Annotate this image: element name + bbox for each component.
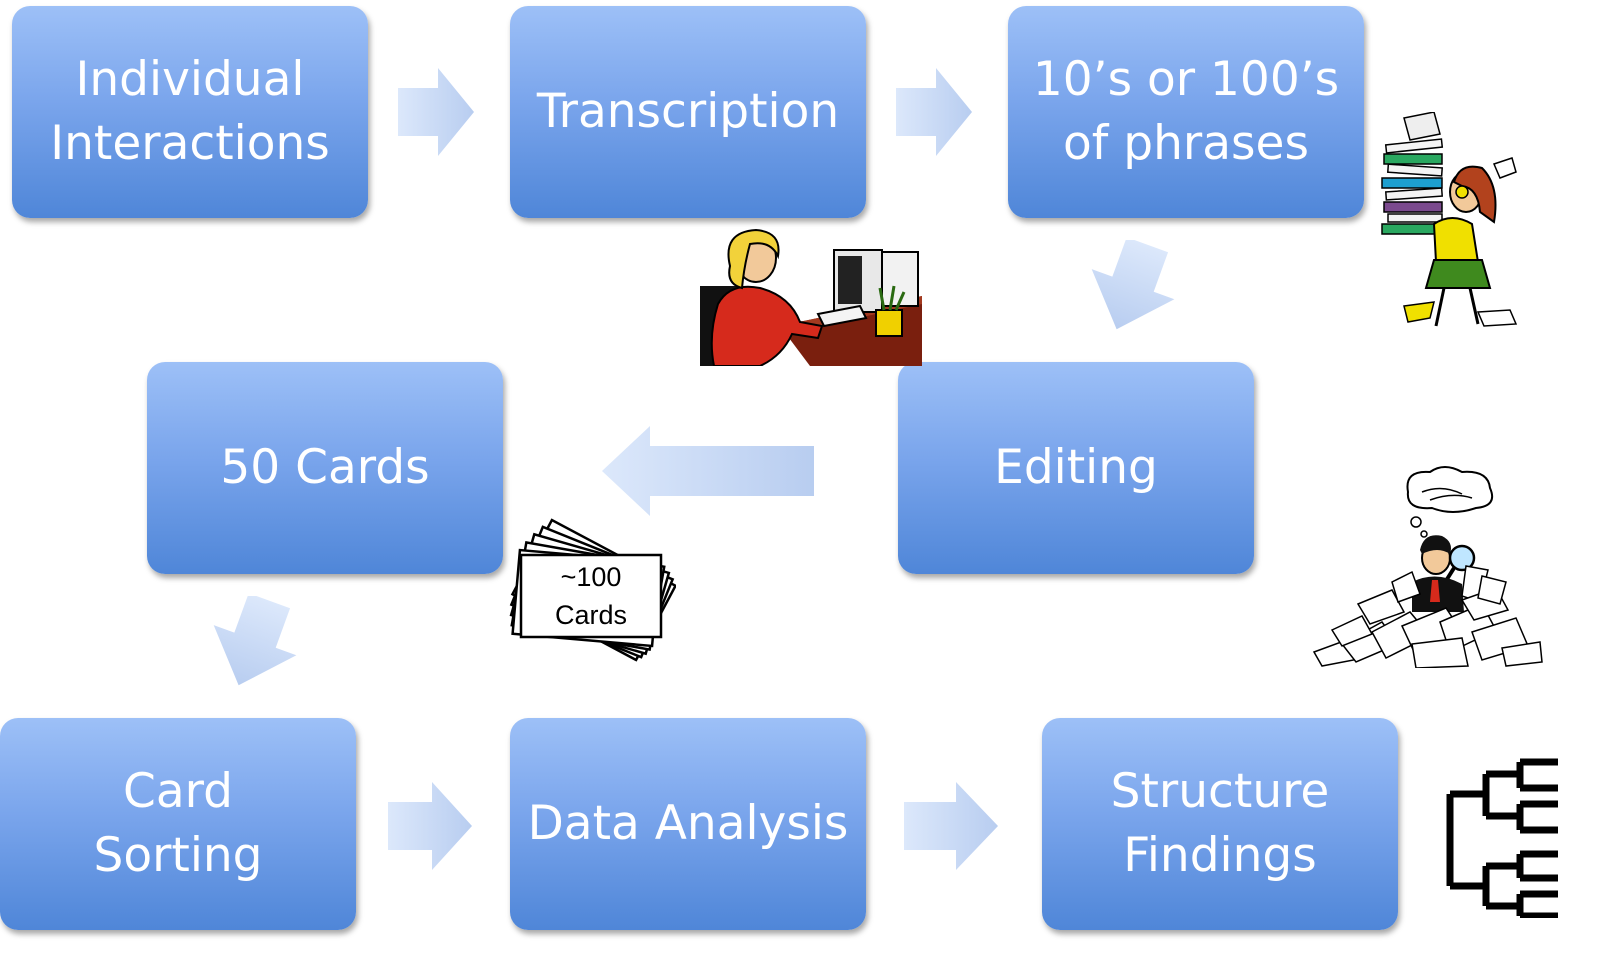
card-stack-icon xyxy=(509,518,676,662)
step-label-line: Findings xyxy=(1123,828,1317,883)
arrow-right-icon xyxy=(896,68,972,156)
step-label-line: Card xyxy=(123,764,233,819)
step-label-line: Individual xyxy=(75,52,305,107)
step-label-line: 50 Cards xyxy=(220,440,430,495)
arrow-right-icon xyxy=(388,782,472,870)
arrow-right-icon xyxy=(398,68,474,156)
step-label-line: Transcription xyxy=(536,84,840,139)
paper-stack-clipart xyxy=(1381,112,1518,327)
card-stack-label: ~100 Cards xyxy=(521,555,661,637)
card-stack-label-line: Cards xyxy=(554,600,628,630)
tree-diagram-icon xyxy=(1446,758,1558,918)
arrow-left-icon xyxy=(602,426,814,516)
step-structure-findings: Structure Findings xyxy=(1042,718,1398,930)
step-label-line: of phrases xyxy=(1063,116,1309,171)
step-fifty-cards: 50 Cards xyxy=(147,362,503,574)
step-label-line: 10’s or 100’s xyxy=(1032,52,1340,107)
typist-clipart xyxy=(700,228,922,366)
step-editing: Editing xyxy=(898,362,1254,574)
step-phrases: 10’s or 100’s of phrases xyxy=(1008,6,1364,218)
step-label-line: Structure xyxy=(1110,764,1330,819)
arrow-down-icon xyxy=(1091,240,1175,330)
step-card-sorting: Card Sorting xyxy=(0,718,356,930)
detective-papers-clipart xyxy=(1312,466,1543,668)
step-label-line: Sorting xyxy=(93,828,263,883)
arrow-right-icon xyxy=(904,782,998,870)
step-label-line: Interactions xyxy=(50,116,330,171)
step-transcription: Transcription xyxy=(510,6,866,218)
step-label-line: Data Analysis xyxy=(527,796,849,851)
step-data-analysis: Data Analysis xyxy=(510,718,866,930)
arrow-down-icon xyxy=(213,596,297,686)
step-individual-interactions: Individual Interactions xyxy=(12,6,368,218)
card-stack-label-line: ~100 xyxy=(560,562,622,592)
step-label-line: Editing xyxy=(994,440,1158,495)
